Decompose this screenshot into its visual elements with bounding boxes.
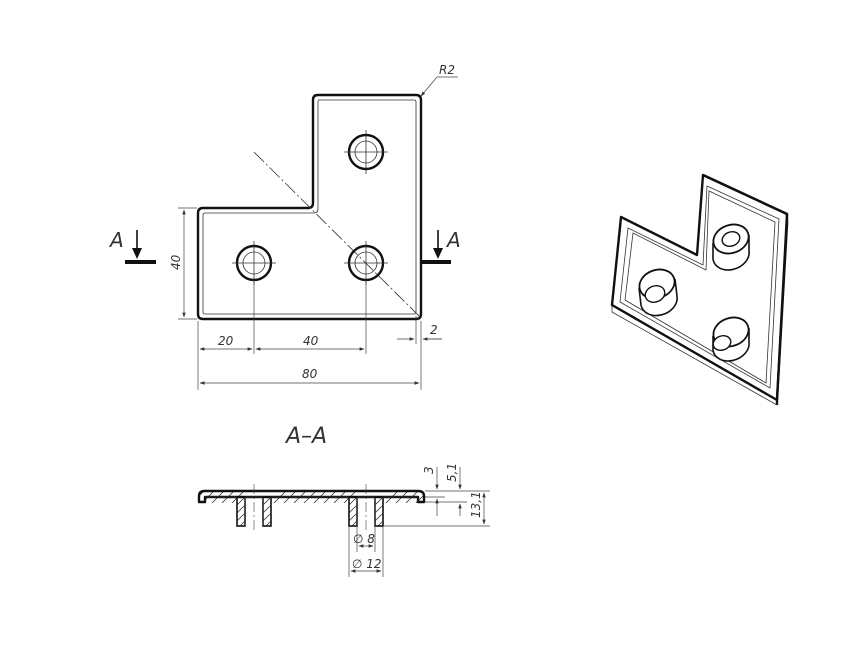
dim-hole-offset-label: 20 xyxy=(218,334,234,348)
dim-outer-diameter-label: ∅ 12 xyxy=(352,557,382,571)
dim-wall: 2 xyxy=(397,316,442,344)
dim-rim-label: 5,1 xyxy=(445,463,459,482)
dim-vertical-stack: 3 5,1 13,1 xyxy=(384,463,490,527)
section-marker-right-label: A xyxy=(445,228,461,252)
dim-outer-diameter: ∅ 12 xyxy=(348,527,384,577)
section-marker-left-label: A xyxy=(108,228,124,252)
dim-total-width-label: 80 xyxy=(302,367,318,381)
plate-outer-contour xyxy=(196,93,423,321)
section-boss-right xyxy=(348,484,384,532)
dim-total-height-label: 13,1 xyxy=(469,491,483,518)
dim-total-width: 80 xyxy=(199,321,422,390)
dim-height-label: 40 xyxy=(169,254,183,270)
iso-inner-contour xyxy=(619,185,780,389)
hole-top xyxy=(344,130,388,174)
isometric-view xyxy=(610,173,789,406)
section-boss-left xyxy=(236,484,272,532)
iso-outer-contour xyxy=(610,173,789,402)
dim-wall-label: 2 xyxy=(430,323,438,337)
section-title: A–A xyxy=(284,424,327,449)
hole-left xyxy=(232,241,276,285)
dim-plate-label: 3 xyxy=(422,466,436,474)
iso-boss-bottom xyxy=(712,316,750,362)
section-marker-left: A xyxy=(108,228,156,264)
section-view: A–A xyxy=(197,424,490,577)
dim-hole-chain: 20 40 xyxy=(197,280,367,390)
dim-inner-diameter: ∅ 8 xyxy=(353,527,376,552)
iso-boss-top xyxy=(712,223,750,271)
section-plate xyxy=(197,489,426,504)
dim-inner-diameter-label: ∅ 8 xyxy=(353,532,375,546)
front-view: R2 A A 40 20 4 xyxy=(108,63,461,390)
radius-label: R2 xyxy=(439,63,455,77)
plate-inner-contour xyxy=(202,99,417,315)
section-line xyxy=(253,151,422,319)
dim-hole-spacing-label: 40 xyxy=(303,334,319,348)
section-marker-right: A xyxy=(420,228,461,264)
radius-callout: R2 xyxy=(420,63,458,97)
dim-height: 40 xyxy=(169,207,197,320)
iso-boss-left xyxy=(638,268,678,317)
